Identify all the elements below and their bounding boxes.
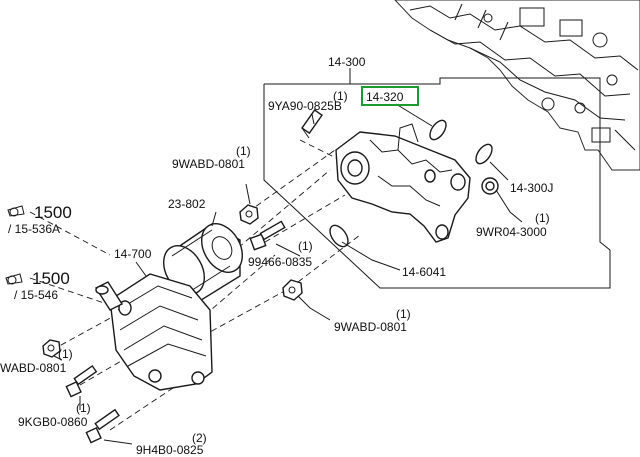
label-washer: 9WR04-3000 (476, 225, 547, 239)
label-nut-left-qty: (1) (58, 347, 73, 361)
label-nut-lower: 9WABD-0801 (334, 320, 407, 334)
label-bolt-bottom-qty: (2) (192, 431, 207, 445)
o-ring-upper (429, 119, 447, 141)
bolt-left (65, 364, 98, 398)
label-bolt-left: 9KGB0-0860 (18, 415, 88, 429)
label-oring-right: 14-300J (510, 181, 553, 195)
label-bolt-bottom: 9H4B0-0825 (136, 443, 204, 457)
label-bolt-center-qty: (1) (298, 239, 313, 253)
label-assembly: 14-300 (328, 55, 366, 69)
nut-upper (239, 204, 259, 225)
label-ref1-sub: / 15-536A (8, 222, 60, 236)
gasket-ring (329, 224, 349, 248)
label-ref2-sub: / 15-546 (14, 288, 58, 302)
highlight-box (361, 86, 419, 106)
nut-lower (282, 279, 303, 301)
label-ref2-num: 1500 (32, 269, 70, 288)
o-ring-right (475, 143, 493, 165)
nut-left (42, 339, 61, 358)
oil-cooler (94, 273, 213, 391)
label-gasket: 14-6041 (402, 265, 446, 279)
label-bolt-left-qty: (1) (76, 401, 91, 415)
oil-cooler-body (335, 123, 471, 243)
label-nut-upper: 9WABD-0801 (172, 157, 245, 171)
guide-lines (29, 139, 361, 431)
label-bolt-center: 99466-0835 (248, 255, 312, 269)
bolt-bottom (85, 408, 120, 444)
label-nut-upper-qty: (1) (236, 144, 251, 158)
label-bolt-top: 9YA90-0825B (268, 99, 342, 113)
label-cooler: 14-700 (114, 247, 152, 261)
leader-lines (53, 68, 523, 445)
label-nut-lower-qty: (1) (396, 307, 411, 321)
washer (481, 177, 499, 195)
reference-arrow-icon (7, 205, 25, 217)
label-nut-left: WABD-0801 (0, 361, 67, 375)
label-ref1-num: 1500 (34, 203, 72, 222)
bolt-center (249, 220, 286, 251)
label-filter: 23-802 (168, 197, 206, 211)
engine-block (394, 0, 640, 171)
assembly-boundary (263, 77, 611, 289)
label-washer-qty: (1) (535, 211, 550, 225)
label-bolt-top-qty: (1) (333, 89, 348, 103)
label-oil-cooler-body: 14-320 (366, 90, 404, 104)
reference-arrow-icon (5, 273, 23, 285)
bolt-top (301, 109, 323, 139)
